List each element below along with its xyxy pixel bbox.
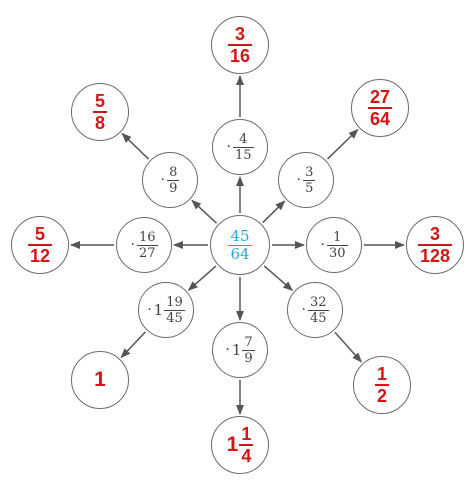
op-denominator: 9	[242, 349, 255, 366]
result-denominator: 2	[374, 384, 389, 406]
op-numerator: 4	[239, 131, 248, 147]
op-denominator: 5	[303, 179, 316, 196]
op-numerator: 7	[244, 334, 253, 350]
op-numerator: 32	[309, 294, 327, 310]
multiply-dot: ·	[296, 172, 302, 188]
arrow-center-to-op-ne	[262, 200, 286, 224]
op-whole: 1	[231, 341, 242, 359]
result-numerator: 3	[429, 224, 440, 244]
op-denominator: 45	[164, 309, 185, 326]
result-denominator: 16	[227, 44, 253, 66]
multiply-dot: ·	[301, 302, 306, 318]
result-denominator: 8	[92, 111, 107, 133]
result-integer: 1	[94, 368, 106, 391]
result-node-southwest: 1	[71, 351, 129, 409]
op-numerator: 19	[166, 294, 183, 310]
op-whole: 1	[153, 301, 164, 319]
result-numerator: 5	[94, 91, 105, 111]
result-whole: 1	[226, 433, 239, 456]
result-denominator: 128	[417, 244, 453, 266]
multiply-dot: ·	[320, 237, 325, 253]
op-numerator: 16	[138, 229, 156, 245]
result-denominator: 64	[367, 107, 393, 129]
multiply-dot: ·	[130, 237, 135, 253]
result-numerator: 5	[34, 224, 45, 244]
result-denominator: 4	[239, 444, 254, 466]
center-node: 45 64	[210, 215, 270, 275]
multiply-dot: ·	[226, 139, 231, 155]
op-denominator: 30	[326, 244, 348, 261]
op-numerator: 1	[333, 229, 342, 245]
op-denominator: 27	[136, 244, 158, 261]
result-denominator: 12	[27, 244, 53, 266]
multiply-dot: ·	[160, 172, 166, 188]
multiply-dot: ·	[225, 342, 230, 358]
arrow-center-to-op-sw	[187, 265, 217, 291]
center-fraction: 45 64	[228, 226, 252, 263]
center-denominator: 64	[228, 244, 252, 263]
arrow-center-to-op-nw	[191, 199, 218, 224]
result-numerator: 27	[369, 87, 391, 107]
op-numerator: 8	[169, 164, 178, 180]
op-denominator: 45	[307, 309, 329, 326]
op-denominator: 15	[232, 146, 254, 163]
op-numerator: 3	[305, 164, 314, 180]
arrow-op-to-result-se	[334, 331, 363, 363]
arrow-op-to-result-nw	[121, 132, 150, 160]
result-numerator: 1	[376, 364, 387, 384]
result-numerator: 3	[234, 24, 245, 44]
arrow-center-to-op-se	[263, 265, 294, 292]
arrow-op-to-result-sw	[120, 331, 146, 359]
multiply-dot: ·	[147, 302, 152, 318]
center-numerator: 45	[230, 226, 250, 245]
op-denominator: 9	[167, 179, 180, 196]
result-numerator: 1	[241, 424, 252, 444]
arrow-op-to-result-ne	[326, 128, 359, 160]
